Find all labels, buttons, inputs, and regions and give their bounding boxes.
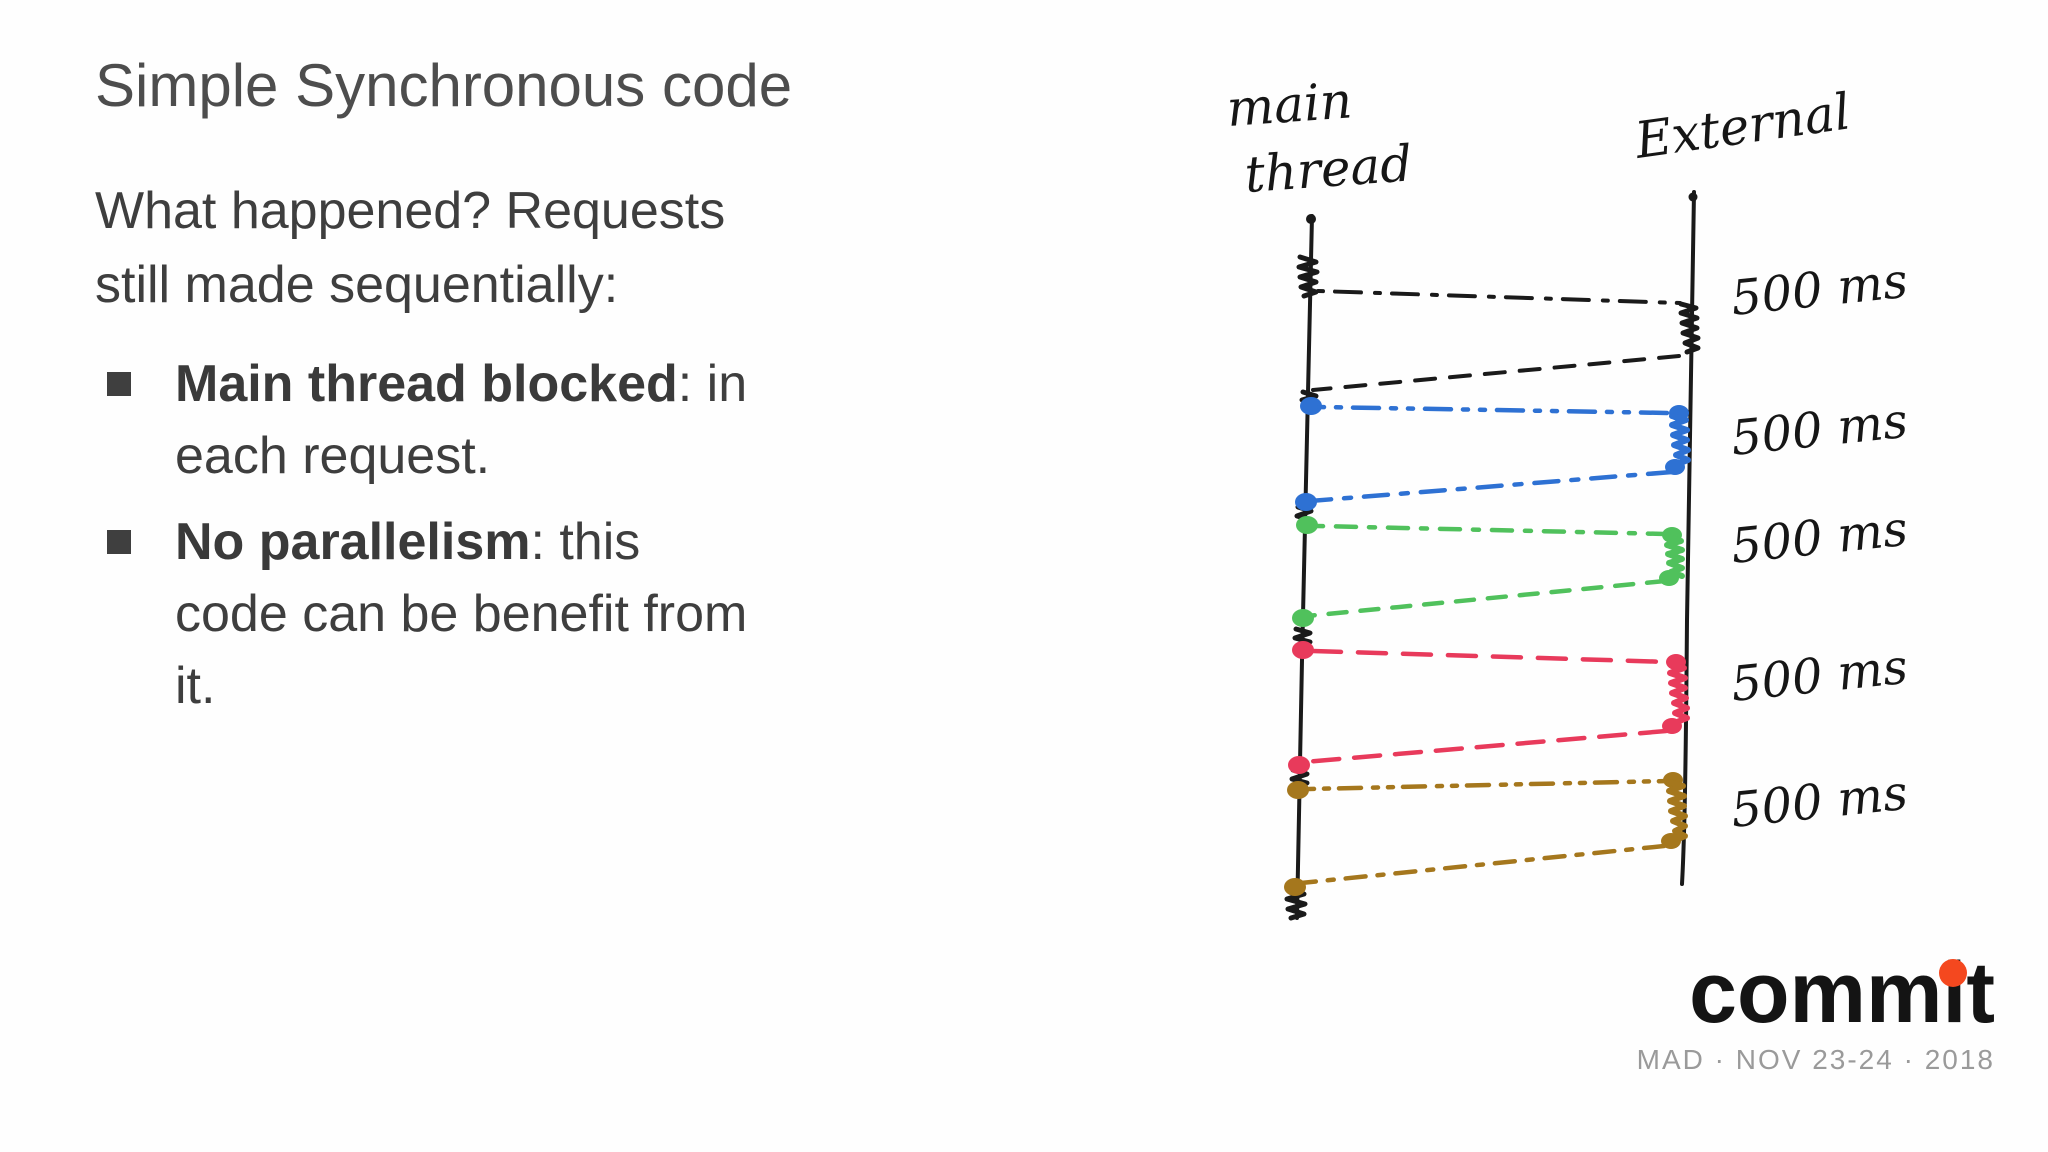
- duration-label: 500 ms: [1728, 765, 1910, 839]
- processing-scribble: [1664, 534, 1685, 579]
- left-lane-label-line2: thread: [1243, 134, 1414, 204]
- duration-label: 500 ms: [1728, 501, 1910, 575]
- footer: commit MAD · NOV 23-24 · 2018: [1515, 948, 1995, 1076]
- blocked-scribble: [1296, 254, 1320, 299]
- list-item: Main thread blocked: in each request.: [95, 348, 755, 492]
- left-lane-label-line1: main: [1225, 71, 1354, 138]
- response-arrow: [1298, 843, 1667, 886]
- request-5: [1284, 772, 1688, 896]
- duration-labels: 500 ms 500 ms 500 ms 500 ms 500 ms: [1728, 253, 1910, 839]
- request-4: [1288, 641, 1690, 774]
- request-arrow: [1316, 289, 1682, 305]
- blocked-scribble: [1284, 886, 1308, 921]
- response-arrow: [1301, 728, 1669, 765]
- event-dot: [1300, 397, 1322, 415]
- bullet-rest-text: : in each request.: [175, 355, 748, 485]
- event-tagline: MAD · NOV 23-24 · 2018: [1636, 1044, 1995, 1076]
- event-dot: [1659, 570, 1679, 586]
- event-dot: [1288, 756, 1310, 774]
- request-arrow: [1314, 523, 1668, 537]
- processing-scribble: [1678, 301, 1701, 355]
- external-lifeline: [1680, 190, 1696, 886]
- page-title: Simple Synchronous code: [95, 52, 793, 119]
- bullet-square-icon: [107, 372, 131, 396]
- processing-scribble: [1669, 413, 1691, 467]
- slide-content: Simple Synchronous code What happened? R…: [95, 50, 855, 736]
- bullet-square-icon: [107, 530, 131, 554]
- sequence-diagram: main thread External 500 ms 500 ms 500 m…: [1225, 71, 1910, 921]
- timeline-ink: [1284, 190, 1701, 921]
- bullet-bold-text: No parallelism: [175, 513, 531, 571]
- bullet-list: Main thread blocked: in each request. No…: [95, 348, 755, 722]
- response-arrow: [1311, 354, 1681, 392]
- event-dot: [1287, 781, 1309, 799]
- request-arrow: [1310, 648, 1673, 665]
- commit-logo: commit: [1689, 948, 1995, 1038]
- bullet-bold-text: Main thread blocked: [175, 355, 678, 413]
- logo-dot-icon: [1939, 959, 1968, 987]
- request-arrow: [1306, 778, 1671, 792]
- event-dot: [1292, 609, 1314, 627]
- lifeline-top-dot: [1688, 192, 1698, 202]
- right-lane-label: External: [1631, 82, 1854, 170]
- bullet-rest-text: : this code can be benefit from it.: [175, 513, 748, 715]
- response-arrow: [1304, 578, 1668, 619]
- response-arrow: [1307, 469, 1675, 504]
- duration-label: 500 ms: [1728, 639, 1910, 713]
- processing-scribble: [1667, 661, 1690, 725]
- request-arrow: [1316, 404, 1673, 416]
- lifeline-top-dot: [1306, 214, 1316, 224]
- event-dot: [1292, 641, 1314, 659]
- processing-scribble: [1666, 779, 1688, 843]
- event-dot: [1284, 878, 1306, 896]
- request-3: [1292, 516, 1685, 627]
- event-dot: [1295, 493, 1317, 511]
- duration-label: 500 ms: [1728, 253, 1910, 327]
- bullet-text: Main thread blocked: in each request.: [175, 348, 755, 492]
- intro-text: What happened? Requests still made seque…: [95, 182, 726, 314]
- duration-label: 500 ms: [1728, 393, 1910, 467]
- list-item: No parallelism: this code can be benefit…: [95, 506, 755, 722]
- bullet-text: No parallelism: this code can be benefit…: [175, 506, 755, 722]
- main-thread-lifeline: [1295, 214, 1314, 920]
- request-2: [1295, 397, 1691, 511]
- event-dot: [1296, 516, 1318, 534]
